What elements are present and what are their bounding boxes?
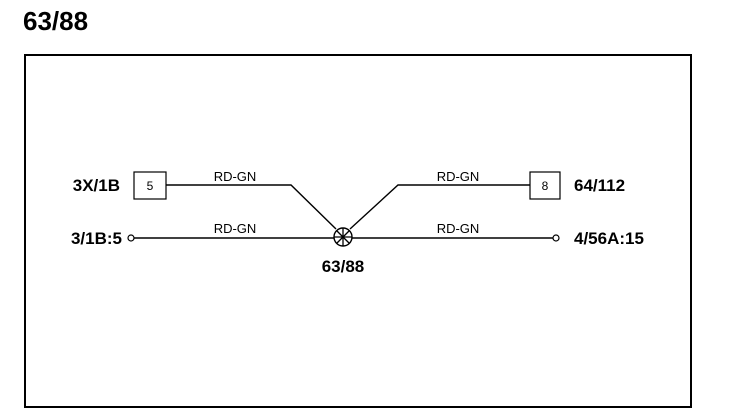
wire-color-left-bottom: RD-GN [214, 221, 257, 236]
connector-pin-right-label: 8 [542, 179, 549, 193]
wire-left-top [166, 184, 337, 230]
wire-color-left-top: RD-GN [214, 169, 257, 184]
connector-pin-box-left [133, 171, 167, 200]
terminal-circle-left [127, 234, 135, 242]
wire-right-top [349, 184, 530, 230]
wire-color-right-top: RD-GN [437, 169, 480, 184]
splice-label: 63/88 [322, 257, 365, 276]
connector-pin-left-label: 5 [147, 179, 154, 193]
connector-name-left-top: 3X/1B [73, 176, 120, 195]
connector-name-right-bottom: 4/56A:15 [574, 229, 644, 248]
wire-color-right-bottom: RD-GN [437, 221, 480, 236]
connector-name-left-bottom: 3/1B:5 [71, 229, 122, 248]
diagram-frame [24, 54, 692, 408]
terminal-circle-right [552, 234, 560, 242]
connector-name-right-top: 64/112 [574, 176, 625, 195]
splice-node-icon [333, 227, 353, 247]
connector-pin-box-right [529, 171, 561, 200]
page-title: 63/88 [23, 6, 89, 36]
